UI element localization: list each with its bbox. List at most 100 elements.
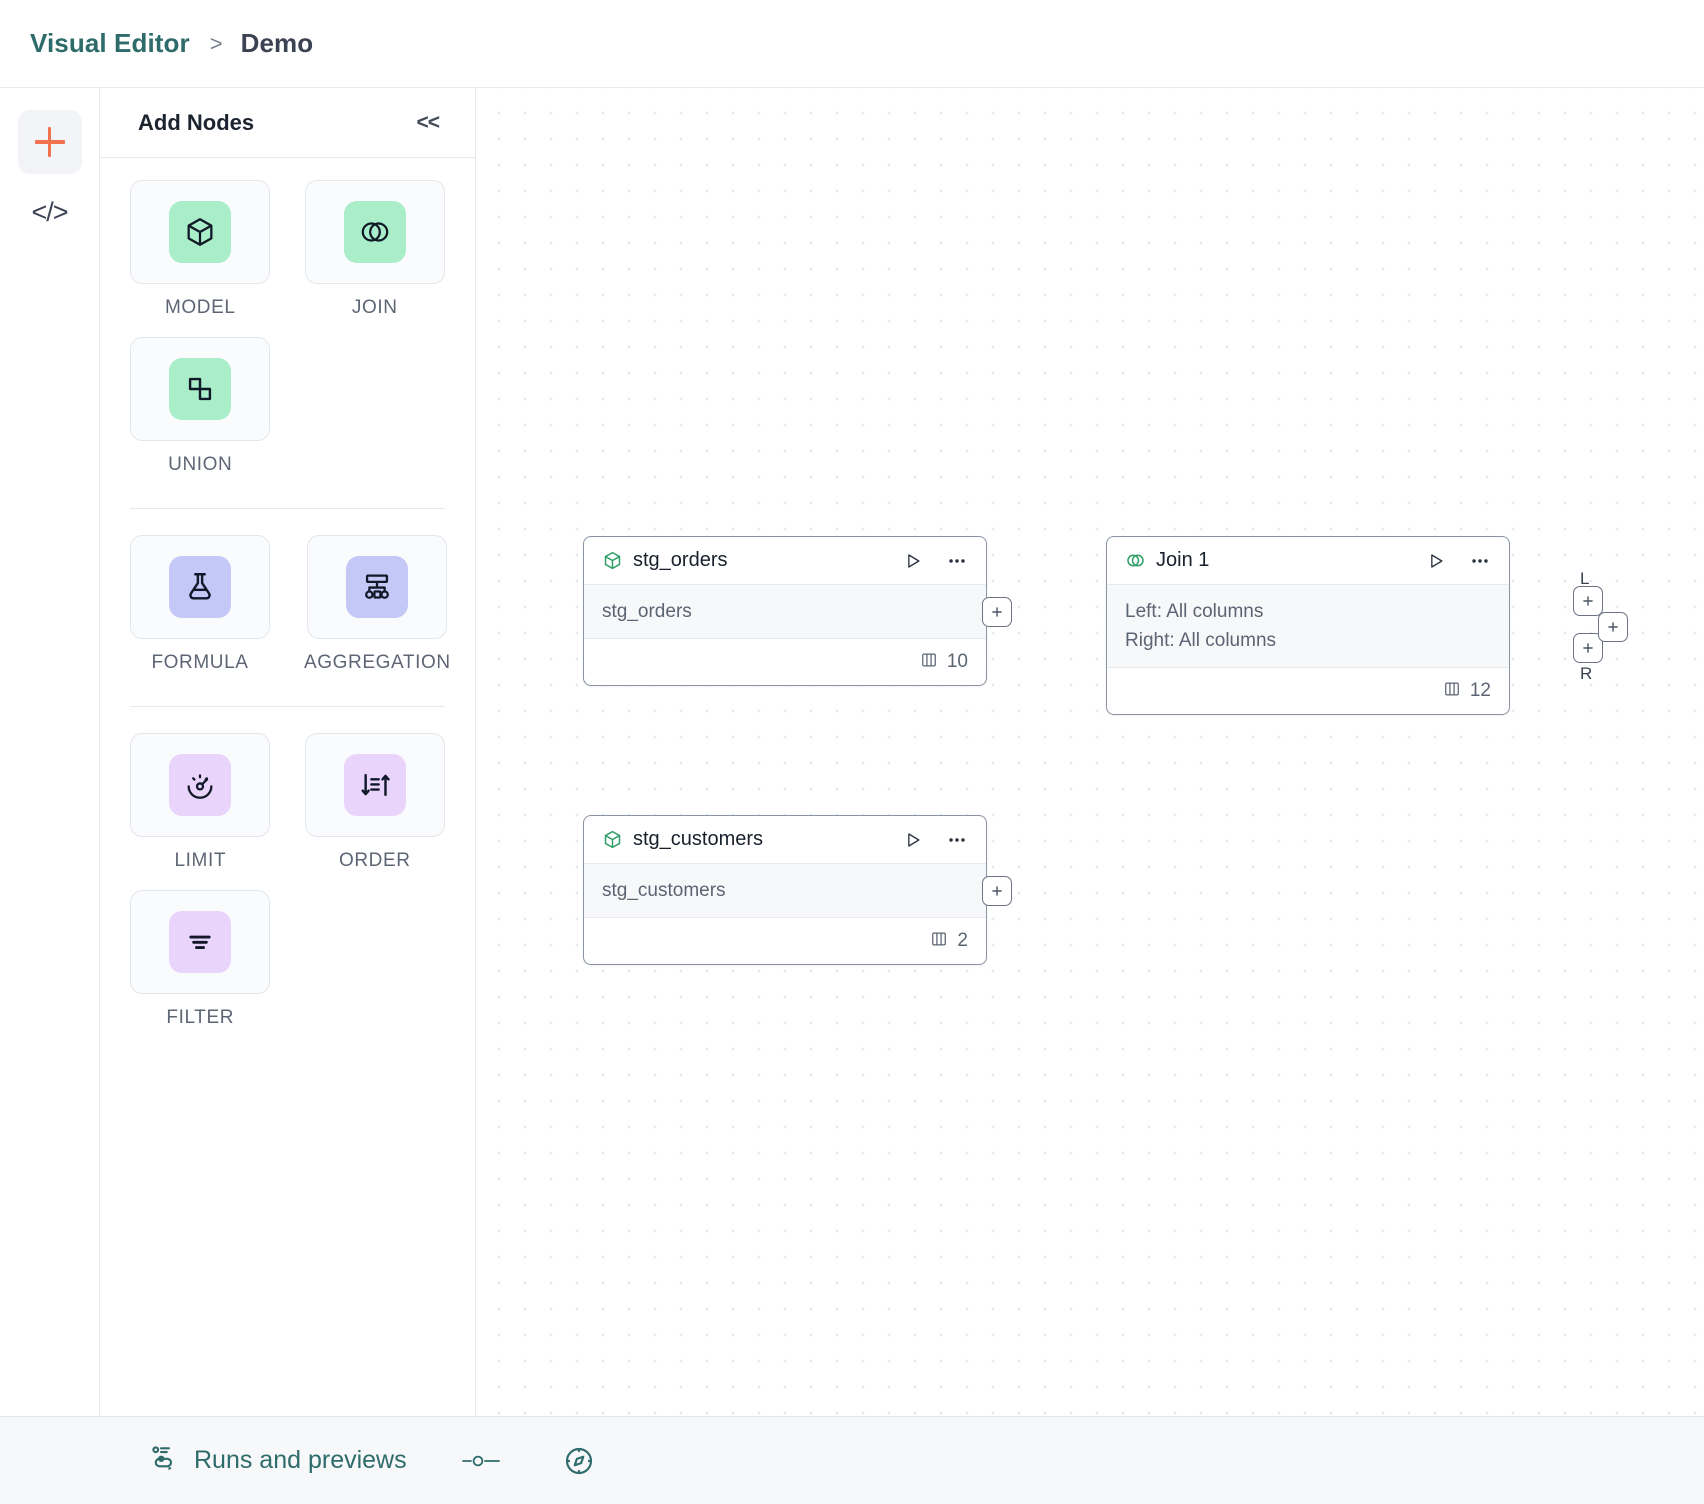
add-nodes-header: Add Nodes << <box>100 88 475 158</box>
node-footer: 2 <box>584 918 986 964</box>
play-icon[interactable] <box>900 827 926 853</box>
node-row: stg_orders <box>602 601 692 622</box>
panel-title: Add Nodes <box>138 109 255 135</box>
panel-divider-2 <box>130 706 445 707</box>
plus-icon <box>34 127 65 157</box>
node-tile-order: ORDER <box>304 733 446 872</box>
limit-tile-label: LIMIT <box>174 850 227 871</box>
filter-icon <box>169 911 232 973</box>
input-handle-left[interactable] <box>1573 586 1603 616</box>
node-row-right: Right: All columns <box>1125 630 1277 651</box>
node-tile-join: JOIN <box>304 180 446 319</box>
node-group-sources: MODEL JOIN <box>130 180 445 494</box>
node-title: stg_customers <box>633 828 764 850</box>
add-nodes-panel: Add Nodes << <box>100 88 476 1416</box>
node-tile-union: UNION <box>130 337 271 476</box>
output-handle-stg-orders[interactable] <box>982 597 1012 627</box>
node-footer: 10 <box>584 639 986 685</box>
column-count: 12 <box>1469 680 1491 701</box>
aggregation-tile-label: AGGREGATION <box>304 652 451 673</box>
add-node-rail-button[interactable] <box>17 110 82 174</box>
node-header: stg_customers <box>584 816 986 864</box>
columns-icon <box>929 929 949 954</box>
grid-spacer <box>305 337 446 494</box>
ellipsis-icon[interactable] <box>944 548 970 574</box>
cube-icon <box>602 829 623 850</box>
add-nodes-list: MODEL JOIN <box>100 158 475 1416</box>
node-footer: 12 <box>1107 668 1509 714</box>
code-view-rail-button[interactable]: </> <box>18 180 82 244</box>
node-tile-limit: LIMIT <box>130 733 271 872</box>
input-label-left: L <box>1580 569 1590 588</box>
bottom-bar: Runs and previews <box>0 1416 1704 1504</box>
node-tile-filter: FILTER <box>130 890 271 1029</box>
node-stg-orders[interactable]: stg_orders stg_orders <box>583 536 987 686</box>
node-body: stg_orders <box>584 585 986 639</box>
app-header: Visual Editor > Demo <box>0 0 1704 88</box>
filter-tile-button[interactable] <box>130 890 271 994</box>
formula-tile-label: FORMULA <box>151 652 249 673</box>
play-icon[interactable] <box>900 548 926 574</box>
node-stg-customers[interactable]: stg_customers stg_customers <box>583 815 987 965</box>
node-group-refine: LIMIT ORDER <box>130 733 445 1047</box>
panel-divider-1 <box>130 508 445 509</box>
node-body: stg_customers <box>584 864 986 918</box>
cube-icon <box>602 550 623 571</box>
breadcrumb-root[interactable]: Visual Editor <box>30 28 190 58</box>
node-title: stg_orders <box>633 549 728 571</box>
code-icon: </> <box>31 196 68 227</box>
output-handle-join-1[interactable] <box>1598 612 1628 642</box>
union-icon <box>169 358 232 420</box>
node-join-1[interactable]: Join 1 Left: All columns Right: All <box>1106 536 1510 715</box>
edge-layer <box>476 88 776 238</box>
ellipsis-icon[interactable] <box>1467 548 1493 574</box>
node-row-left: Left: All columns <box>1125 601 1264 622</box>
runs-and-previews-button[interactable]: Runs and previews <box>148 1443 407 1478</box>
column-count: 10 <box>946 651 968 672</box>
order-tile-button[interactable] <box>304 733 445 837</box>
runs-and-previews-label: Runs and previews <box>194 1446 407 1474</box>
aggregation-tile-button[interactable] <box>307 535 448 639</box>
app-body: </> Add Nodes << <box>0 88 1704 1416</box>
order-tile-label: ORDER <box>338 850 411 871</box>
columns-icon <box>1442 679 1462 704</box>
input-label-right: R <box>1580 664 1593 683</box>
flow-run-icon <box>148 1443 178 1478</box>
grid-spacer <box>305 890 446 1047</box>
formula-tile-button[interactable] <box>130 535 270 639</box>
breadcrumb-separator: > <box>209 30 223 56</box>
model-tile-button[interactable] <box>130 180 271 284</box>
union-tile-label: UNION <box>168 454 233 475</box>
limit-tile-button[interactable] <box>130 733 271 837</box>
node-group-transforms: FORMULA <box>130 535 450 692</box>
columns-icon <box>919 650 939 675</box>
slider-icon[interactable] <box>459 1449 503 1473</box>
node-tile-model: MODEL <box>130 180 271 319</box>
gauge-icon <box>169 754 232 816</box>
venn-icon <box>1125 550 1146 571</box>
node-row: stg_customers <box>602 880 726 901</box>
column-count: 2 <box>957 930 968 951</box>
output-handle-stg-customers[interactable] <box>982 876 1012 906</box>
filter-tile-label: FILTER <box>166 1007 235 1028</box>
flask-icon <box>169 556 231 618</box>
compass-icon[interactable] <box>563 1445 595 1477</box>
node-tile-aggregation: AGGREGATION <box>304 535 451 674</box>
collapse-panel-button[interactable]: << <box>416 110 440 134</box>
node-title: Join 1 <box>1156 549 1210 571</box>
node-header: Join 1 <box>1107 537 1509 585</box>
model-tile-label: MODEL <box>164 297 236 318</box>
join-tile-label: JOIN <box>351 297 398 318</box>
cube-icon <box>169 201 232 263</box>
breadcrumb-leaf: Demo <box>240 28 314 58</box>
flow-canvas[interactable]: stg_orders stg_orders <box>476 88 1704 1416</box>
union-tile-button[interactable] <box>130 337 271 441</box>
join-tile-button[interactable] <box>304 180 445 284</box>
node-body: Left: All columns Right: All columns <box>1107 585 1509 668</box>
icon-rail: </> <box>0 88 100 1416</box>
play-icon[interactable] <box>1423 548 1449 574</box>
ellipsis-icon[interactable] <box>944 827 970 853</box>
node-header: stg_orders <box>584 537 986 585</box>
node-tile-formula: FORMULA <box>130 535 270 674</box>
